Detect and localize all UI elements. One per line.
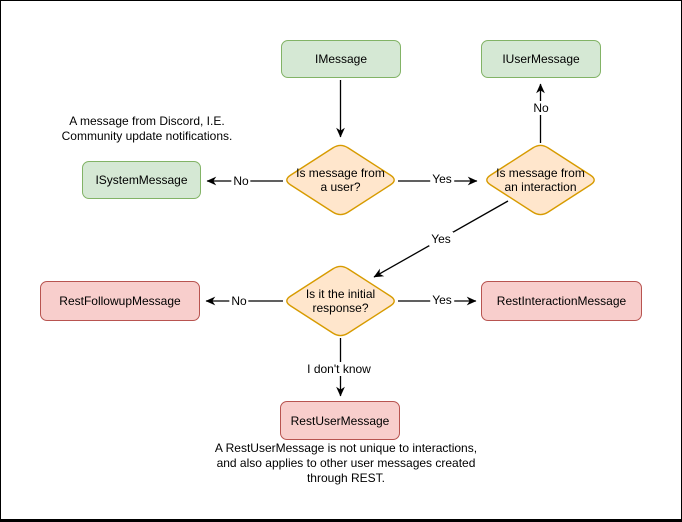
note-system-message-line2: Community update notifications. — [61, 129, 233, 143]
node-restinteractionmessage-label: RestInteractionMessage — [496, 294, 627, 308]
node-isystemmessage-label: ISystemMessage — [95, 173, 188, 187]
edge-label-interaction-yes: Yes — [429, 232, 453, 246]
note-rest-user-message-line1: A RestUserMessage is not unique to inter… — [214, 441, 478, 455]
diamond-shape — [486, 144, 595, 216]
decision-is-message-from-user: Is message from a user? — [283, 143, 398, 217]
decision-is-initial-response-label: Is it the initial response? — [305, 287, 376, 315]
node-iusermessage: IUserMessage — [481, 40, 601, 78]
decision-is-message-from-interaction-label: Is message from an interaction — [496, 166, 585, 194]
decision-is-message-from-user-label: Is message from a user? — [296, 166, 385, 194]
edge-label-initial-yes: Yes — [430, 293, 454, 307]
node-restusermessage: RestUserMessage — [280, 401, 400, 440]
note-rest-user-message-line3: through REST. — [306, 471, 386, 485]
node-isystemmessage: ISystemMessage — [82, 161, 201, 199]
note-system-message-line1: A message from Discord, I.E. — [69, 114, 225, 128]
node-restusermessage-label: RestUserMessage — [290, 413, 390, 428]
node-restinteractionmessage: RestInteractionMessage — [481, 281, 642, 321]
node-iusermessage-label: IUserMessage — [502, 52, 580, 66]
note-rest-user-message-line2: and also applies to other user messages … — [216, 456, 476, 470]
decision-is-initial-response: Is it the initial response? — [283, 264, 398, 338]
note-rest-user-message: A RestUserMessage is not unique to inter… — [186, 441, 506, 486]
edge-label-interaction-no: No — [531, 101, 551, 115]
edge-label-i-dont-know: I don't know — [305, 362, 373, 376]
node-imessage: IMessage — [281, 40, 401, 78]
node-restfollowupmessage: RestFollowupMessage — [40, 281, 200, 321]
decision-is-message-from-interaction: Is message from an interaction — [483, 143, 598, 217]
diamond-shape — [286, 265, 395, 337]
edge-label-initial-no: No — [229, 294, 249, 308]
note-system-message: A message from Discord, I.E. Community u… — [49, 114, 245, 144]
edge-label-user-yes: Yes — [430, 172, 454, 186]
node-restfollowupmessage-label: RestFollowupMessage — [59, 294, 181, 308]
node-imessage-label: IMessage — [314, 52, 368, 66]
edge-label-user-no: No — [231, 174, 251, 188]
diamond-shape — [286, 144, 395, 216]
